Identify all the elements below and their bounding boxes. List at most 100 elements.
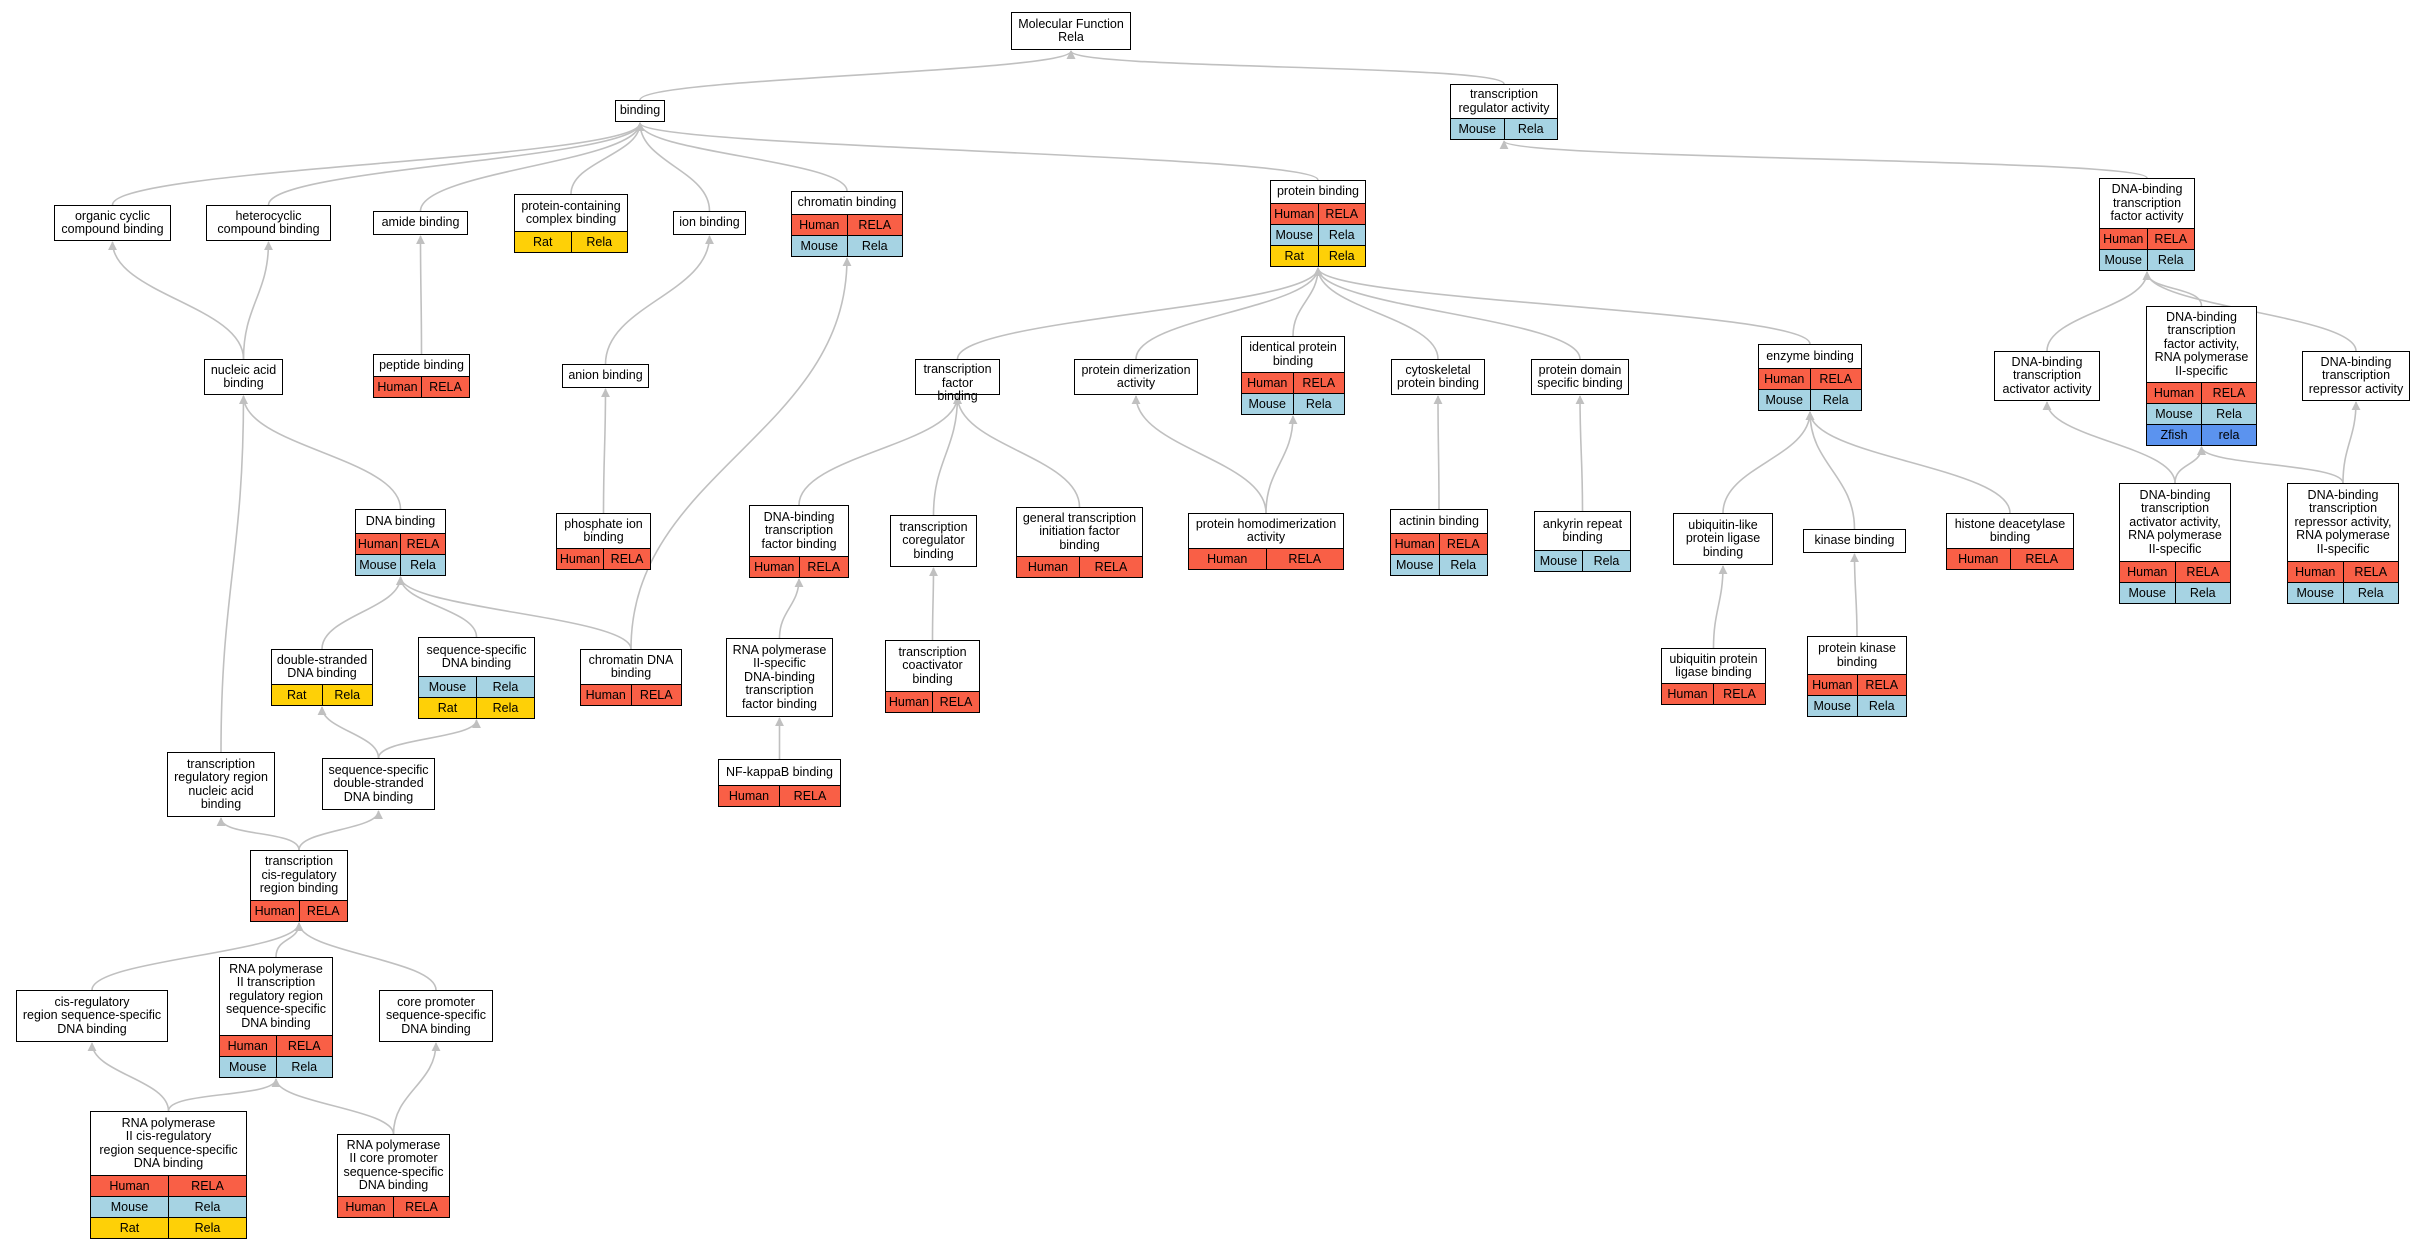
go-term-node[interactable]: nucleic acid binding — [204, 359, 283, 395]
species-name: Human — [345, 1200, 386, 1214]
go-term-node[interactable]: cis-regulatory region sequence-specific … — [16, 990, 168, 1042]
species-name: Rat — [119, 1221, 140, 1235]
go-term-label: transcription cis-regulatory region bind… — [259, 854, 339, 896]
species-name: Mouse — [228, 1060, 267, 1074]
go-term-node[interactable]: amide binding — [373, 211, 468, 235]
species-name: Human — [754, 560, 795, 574]
go-term-node[interactable]: DNA-binding transcription factor binding… — [749, 505, 849, 578]
go-term-node[interactable]: kinase binding — [1803, 529, 1906, 553]
go-term-label: DNA-binding transcription repressor acti… — [2308, 354, 2404, 396]
edge-arrow — [216, 817, 300, 851]
go-term-label: RNA polymerase II core promoter sequence… — [343, 1137, 444, 1192]
go-term-node[interactable]: ion binding — [673, 211, 746, 235]
gene-symbol: rela — [2201, 425, 2256, 445]
species-name: Human — [1207, 552, 1248, 566]
species-name: Rat — [1284, 249, 1304, 263]
go-term-node[interactable]: core promoter sequence-specific DNA bind… — [379, 990, 493, 1042]
go-term-node[interactable]: DNA-binding transcription activator acti… — [1994, 351, 2100, 401]
go-term-node[interactable]: RNA polymerase II transcription regulato… — [219, 957, 333, 1078]
edge-arrow — [377, 719, 481, 759]
gene-symbol: RELA — [168, 1176, 246, 1196]
go-term-node[interactable]: DNA-binding transcription factor activit… — [2099, 178, 2195, 271]
gene-symbol: Rela — [2201, 404, 2256, 424]
go-term-node[interactable]: RNA polymerase II-specific DNA-binding t… — [726, 638, 833, 717]
species-name: Rat — [533, 235, 553, 249]
go-term-node[interactable]: Molecular Function Rela — [1011, 12, 1131, 50]
go-term-node[interactable]: transcription regulatory region nucleic … — [167, 752, 275, 817]
edge-arrow — [1292, 267, 1323, 337]
species-name: Human — [254, 904, 295, 918]
go-term-node[interactable]: cytoskeletal protein binding — [1391, 359, 1485, 395]
species-name: Human — [2153, 386, 2195, 400]
go-term-node[interactable]: transcription cis-regulatory region bind… — [250, 850, 348, 922]
gene-symbol: Rela — [1438, 555, 1488, 575]
species-name: Human — [1274, 207, 1315, 221]
go-term-node[interactable]: sequence-specific double-stranded DNA bi… — [322, 758, 435, 810]
gene-symbol: RELA — [932, 692, 979, 712]
go-term-node[interactable]: heterocyclic compound binding — [206, 205, 331, 241]
go-term-node[interactable]: DNA-binding transcription factor activit… — [2146, 306, 2257, 446]
go-term-node[interactable]: DNA-binding transcription activator acti… — [2119, 483, 2231, 604]
gene-symbol: Rela — [2342, 583, 2399, 603]
species-name: Human — [1958, 552, 1999, 566]
gene-symbol: Rela — [570, 232, 628, 252]
go-term-node[interactable]: protein domain specific binding — [1531, 359, 1629, 395]
species-name: Human — [109, 1179, 150, 1193]
go-term-node[interactable]: binding — [615, 100, 665, 122]
species-name: Mouse — [1765, 393, 1804, 407]
species-name: Mouse — [1248, 397, 1287, 411]
go-term-node[interactable]: general transcription initiation factor … — [1016, 507, 1143, 578]
edge-arrow — [1722, 411, 1815, 514]
go-term-node[interactable]: anion binding — [562, 364, 649, 388]
go-term-node[interactable]: protein dimerization activity — [1074, 359, 1198, 395]
go-term-label: DNA-binding transcription factor activit… — [2110, 182, 2184, 224]
go-term-node[interactable]: RNA polymerase II core promoter sequence… — [337, 1134, 450, 1218]
go-term-node[interactable]: DNA-binding transcription repressor acti… — [2302, 351, 2410, 401]
gene-symbol: Rela — [1809, 390, 1862, 410]
go-term-label: transcription regulatory region nucleic … — [174, 756, 268, 811]
go-term-node[interactable]: transcription coregulator binding — [890, 515, 977, 567]
species-name: Mouse — [1813, 699, 1852, 713]
gene-symbol: Rela — [275, 1057, 333, 1077]
go-term-node[interactable]: transcription factor binding — [915, 359, 1000, 403]
go-term-label: transcription factor binding — [923, 362, 992, 403]
go-term-node[interactable]: organic cyclic compound binding — [54, 205, 171, 241]
go-term-node[interactable]: RNA polymerase II cis-regulatory region … — [90, 1111, 247, 1239]
edge-arrow — [275, 922, 304, 958]
go-term-label: kinase binding — [1814, 533, 1895, 548]
go-term-node[interactable]: DNA-binding transcription repressor acti… — [2287, 483, 2399, 604]
edge-arrow — [2042, 401, 2176, 484]
edge-arrow — [1131, 395, 1267, 514]
gene-symbol: RELA — [275, 1036, 333, 1056]
go-term-node[interactable]: ubiquitin-like protein ligase binding — [1673, 513, 1773, 565]
